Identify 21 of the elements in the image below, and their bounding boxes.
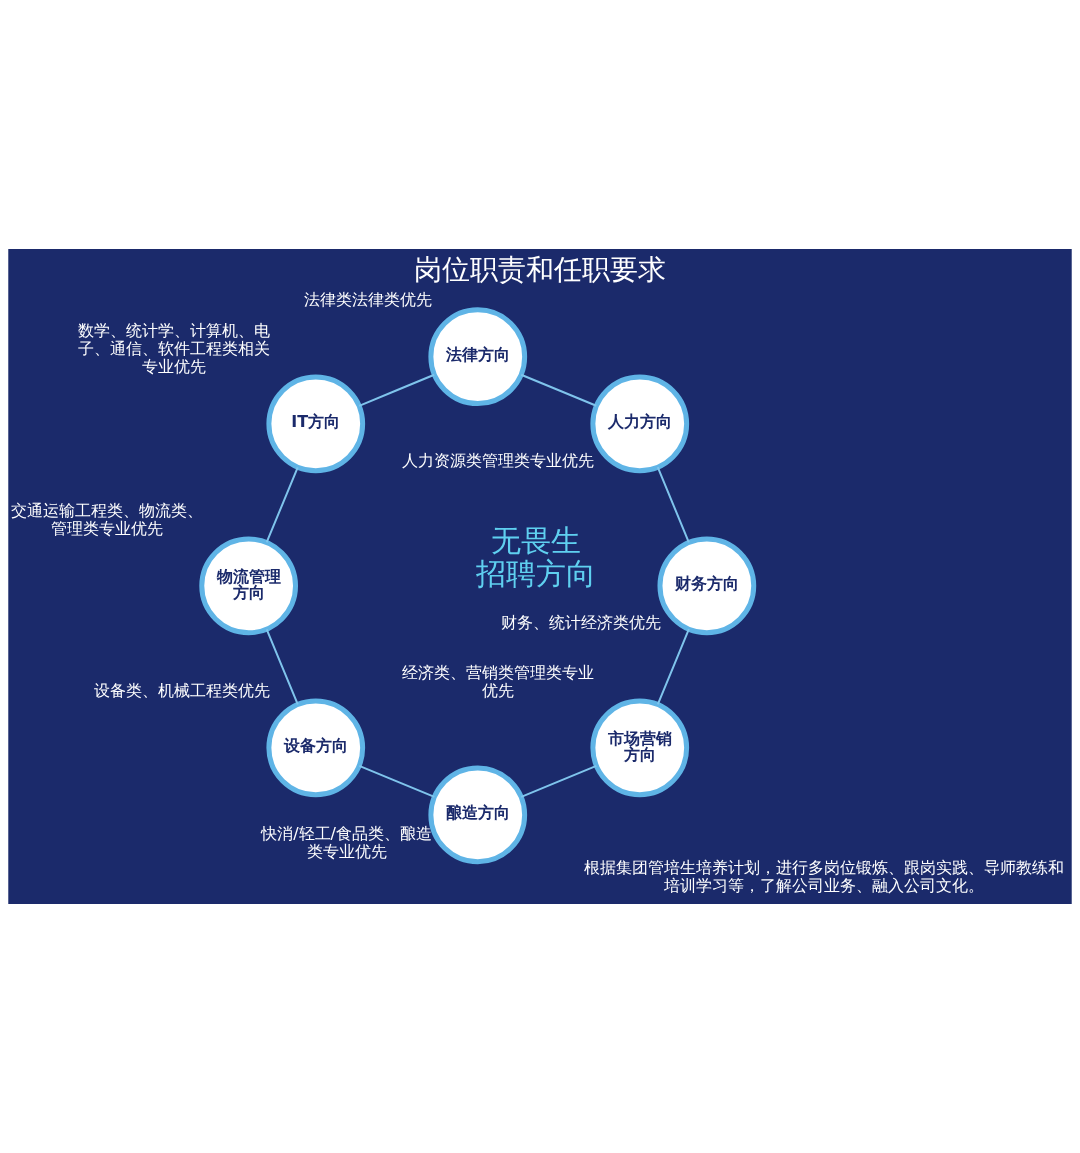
- connector: [265, 628, 299, 706]
- connector: [358, 373, 436, 407]
- label: 无畏生招聘方向: [475, 522, 596, 591]
- node-circle: 市场营销方向: [590, 698, 690, 798]
- connector: [656, 466, 690, 544]
- node-label: 经济类、营销类管理类专业优先: [402, 662, 595, 700]
- connector: [520, 373, 598, 407]
- diagram-title: 岗位职责和任职要求: [414, 253, 667, 287]
- node-label: 设备类、机械工程类优先: [94, 680, 271, 700]
- node-label: 数学、统计学、计算机、电子、通信、软件工程类相关专业优先: [78, 320, 271, 376]
- connector: [265, 466, 299, 544]
- node-circle: 设备方向: [266, 698, 366, 798]
- node-label: 法律类法律类优先: [303, 289, 432, 309]
- node-circle: 物流管理方向: [199, 536, 299, 636]
- node-circle: 法律方向: [428, 307, 528, 407]
- connector: [520, 764, 598, 798]
- connector: [656, 628, 690, 706]
- connector: [358, 764, 436, 798]
- node-circle: IT方向: [266, 374, 366, 474]
- node-label: 交通运输工程类、物流类、管理类专业优先: [11, 500, 204, 538]
- label: 根据集团管培生培养计划，进行多岗位锻炼、跟岗实践、导师教练和培训学习等，了解公司业务、融入公司文化。: [583, 857, 1064, 895]
